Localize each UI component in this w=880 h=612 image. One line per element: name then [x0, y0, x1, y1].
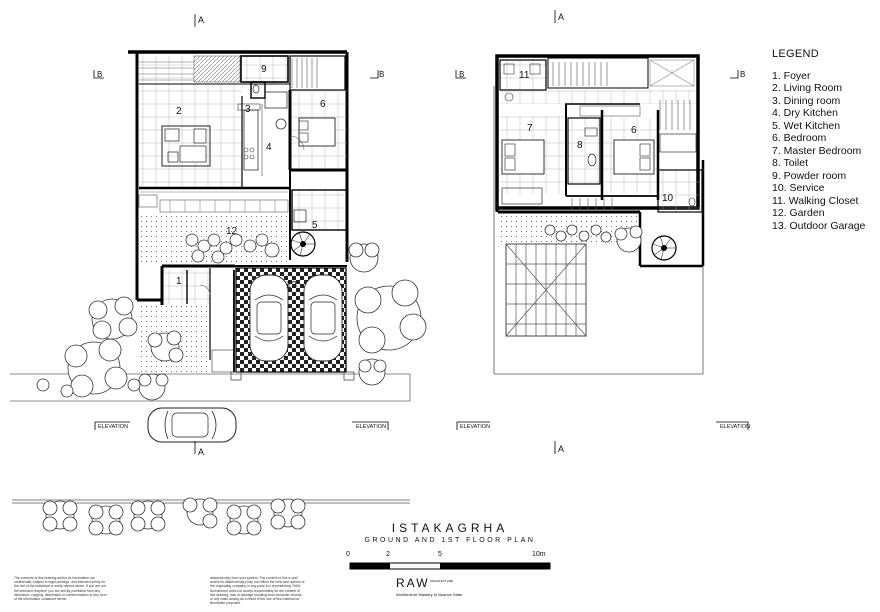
tree-icon — [42, 500, 78, 532]
gf-room-1-label: 1 — [176, 276, 182, 287]
scale-tick-10: 10m — [532, 551, 546, 558]
legend-item: 13. Outdoor Garage — [772, 219, 866, 232]
gf-room-2-label: 2 — [176, 106, 182, 117]
landscape-trees — [36, 233, 427, 401]
disclaimer-left: The contents of this drawing and/or its … — [14, 576, 107, 602]
shrub-icon — [185, 233, 280, 264]
legend-item: 9. Powder room — [772, 169, 847, 182]
disclaimer-right: attachment(s) from your system. The cont… — [210, 576, 305, 606]
drawing-subtitle: GROUND AND 1ST FLOOR PLAN — [364, 537, 536, 544]
legend-title: LEGEND — [772, 48, 820, 60]
strip-trees — [42, 497, 306, 536]
ff-room-6-label: 6 — [631, 125, 637, 136]
firm-tagline: Architecture Mastery in Nuance State — [396, 592, 463, 597]
tree-icon — [358, 358, 387, 386]
legend-item: 5. Wet Kitchen — [772, 119, 841, 132]
legend-item: 12. Garden — [772, 207, 825, 219]
ff-room-10-label: 10 — [662, 193, 674, 204]
scale-bar — [349, 562, 551, 570]
elevation-label-first-left: ELEVATION — [460, 424, 490, 430]
section-marks — [93, 10, 749, 454]
section-a-bottom-first: A — [558, 444, 564, 454]
legend: LEGEND 1. Foyer 2. Living Room 3. Dining… — [772, 48, 865, 232]
section-a-bottom-ground: A — [198, 447, 204, 457]
legend-item: 6. Bedroom — [772, 132, 827, 144]
ff-room-8-label: 8 — [577, 140, 583, 151]
first-floor-plan — [493, 54, 705, 375]
gf-room-4-label: 4 — [266, 142, 272, 153]
legend-item: 3. Dining room — [772, 94, 841, 107]
tree-icon — [138, 373, 169, 401]
elevation-label-ground-right: ELEVATION — [356, 424, 386, 430]
gf-room-12-label: 12 — [226, 226, 238, 237]
ground-floor-plan — [10, 50, 411, 443]
section-a-top-first: A — [558, 12, 564, 22]
tree-icon — [147, 330, 184, 363]
street-car-icon — [147, 407, 237, 443]
drawing-title: ISTAKAGRHA — [391, 521, 509, 535]
tree-icon — [614, 225, 643, 253]
tree-icon — [348, 242, 380, 273]
tree-icon — [88, 504, 124, 536]
firm-name: RAWARCHITECTURE — [396, 576, 453, 590]
ff-room-7-label: 7 — [527, 123, 533, 134]
section-b-left-first: B — [459, 70, 464, 79]
elevation-label-ground-left: ELEVATION — [98, 424, 128, 430]
tree-icon — [226, 504, 262, 536]
legend-item: 10. Service — [772, 182, 825, 194]
legend-item: 11. Walking Closet — [772, 194, 859, 207]
section-a-top-ground: A — [198, 15, 204, 25]
elevation-label-first-right: ELEVATION — [720, 424, 750, 430]
tree-icon — [182, 497, 218, 529]
section-b-right-first: B — [740, 70, 745, 79]
gf-room-6-label: 6 — [320, 99, 326, 110]
legend-item: 7. Master Bedroom — [772, 144, 862, 157]
section-b-left-ground: B — [97, 70, 102, 79]
gf-room-9-label: 9 — [261, 64, 267, 75]
scale-tick-2: 2 — [386, 551, 390, 558]
tree-icon — [130, 500, 166, 532]
scale-tick-5: 5 — [438, 551, 442, 558]
tree-icon — [88, 296, 138, 340]
tree-icon — [354, 279, 427, 354]
firm-logo-text: RAW — [396, 576, 430, 590]
legend-item: 2. Living Room — [772, 82, 843, 94]
first-floor-trees — [544, 224, 643, 253]
tree-icon — [270, 498, 306, 530]
legend-item: 4. Dry Kitchen — [772, 107, 838, 119]
tree-icon — [64, 338, 128, 398]
shrub-icon — [544, 224, 612, 243]
legend-item: 8. Toilet — [772, 157, 808, 169]
gf-room-13-label: 13 — [286, 280, 298, 291]
ff-room-11-label: 11 — [519, 70, 530, 81]
legend-list: 1. Foyer 2. Living Room 3. Dining room 4… — [772, 70, 865, 233]
legend-item: 1. Foyer — [772, 69, 811, 82]
gf-room-5-label: 5 — [312, 220, 318, 231]
scale-tick-0: 0 — [346, 551, 350, 558]
title-block: ISTAKAGRHA GROUND AND 1ST FLOOR PLAN — [330, 521, 570, 544]
section-b-right-ground: B — [379, 70, 384, 79]
firm-super: ARCHITECTURE — [429, 579, 454, 583]
gf-room-3-label: 3 — [245, 104, 251, 115]
